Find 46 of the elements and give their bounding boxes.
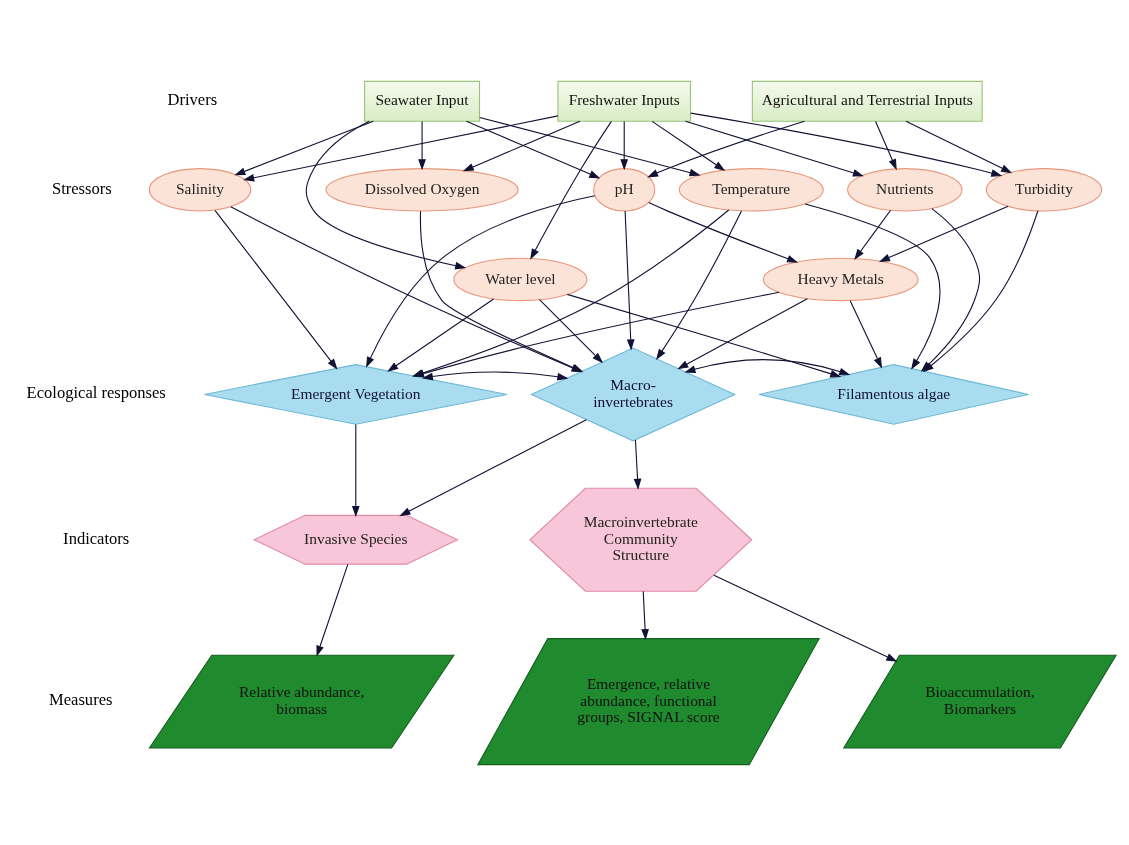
arrow bbox=[620, 120, 629, 170]
arrow bbox=[690, 112, 1003, 177]
arrow bbox=[421, 371, 569, 381]
arrow bbox=[530, 120, 612, 260]
arrow bbox=[684, 358, 851, 375]
arrow bbox=[647, 120, 805, 177]
label: Stressors bbox=[51, 178, 112, 198]
node-box: Agricultural and Terrestrial Inputs bbox=[751, 80, 983, 122]
arrow bbox=[651, 120, 726, 171]
arrow bbox=[849, 299, 883, 368]
arrow bbox=[854, 209, 892, 260]
arrow bbox=[234, 120, 374, 175]
label: Indicators bbox=[63, 528, 130, 548]
arrow bbox=[465, 120, 601, 178]
arrow bbox=[418, 120, 426, 170]
node-box: Freshwater Inputs bbox=[557, 80, 692, 122]
arrow bbox=[316, 563, 349, 657]
label: Measures bbox=[49, 689, 113, 709]
arrow bbox=[387, 297, 495, 372]
arrow bbox=[656, 209, 742, 360]
arrow bbox=[684, 120, 864, 177]
arrow bbox=[366, 194, 596, 368]
arrow bbox=[214, 209, 338, 370]
arrow bbox=[399, 418, 587, 516]
arrow bbox=[243, 114, 559, 181]
node-ellipse: Dissolved Oxygen bbox=[325, 167, 519, 211]
arrow bbox=[905, 120, 1013, 173]
arrow bbox=[624, 210, 635, 350]
arrow bbox=[462, 120, 581, 171]
label: Ecological responses bbox=[26, 382, 166, 402]
arrow bbox=[538, 298, 604, 363]
arrow bbox=[641, 590, 649, 640]
node-ellipse: Heavy Metals bbox=[762, 257, 919, 301]
arrow bbox=[479, 116, 701, 176]
arrow bbox=[351, 423, 360, 517]
arrow bbox=[305, 120, 467, 270]
arrow bbox=[878, 205, 1009, 262]
arrow bbox=[633, 439, 642, 490]
arrow bbox=[677, 297, 808, 369]
arrow bbox=[566, 293, 842, 377]
node-box: Seawater Input bbox=[364, 80, 481, 122]
arrow bbox=[648, 201, 799, 263]
node-ellipse: pH bbox=[593, 167, 656, 211]
arrow bbox=[713, 574, 898, 662]
label: Drivers bbox=[167, 89, 218, 109]
arrow bbox=[875, 120, 897, 170]
